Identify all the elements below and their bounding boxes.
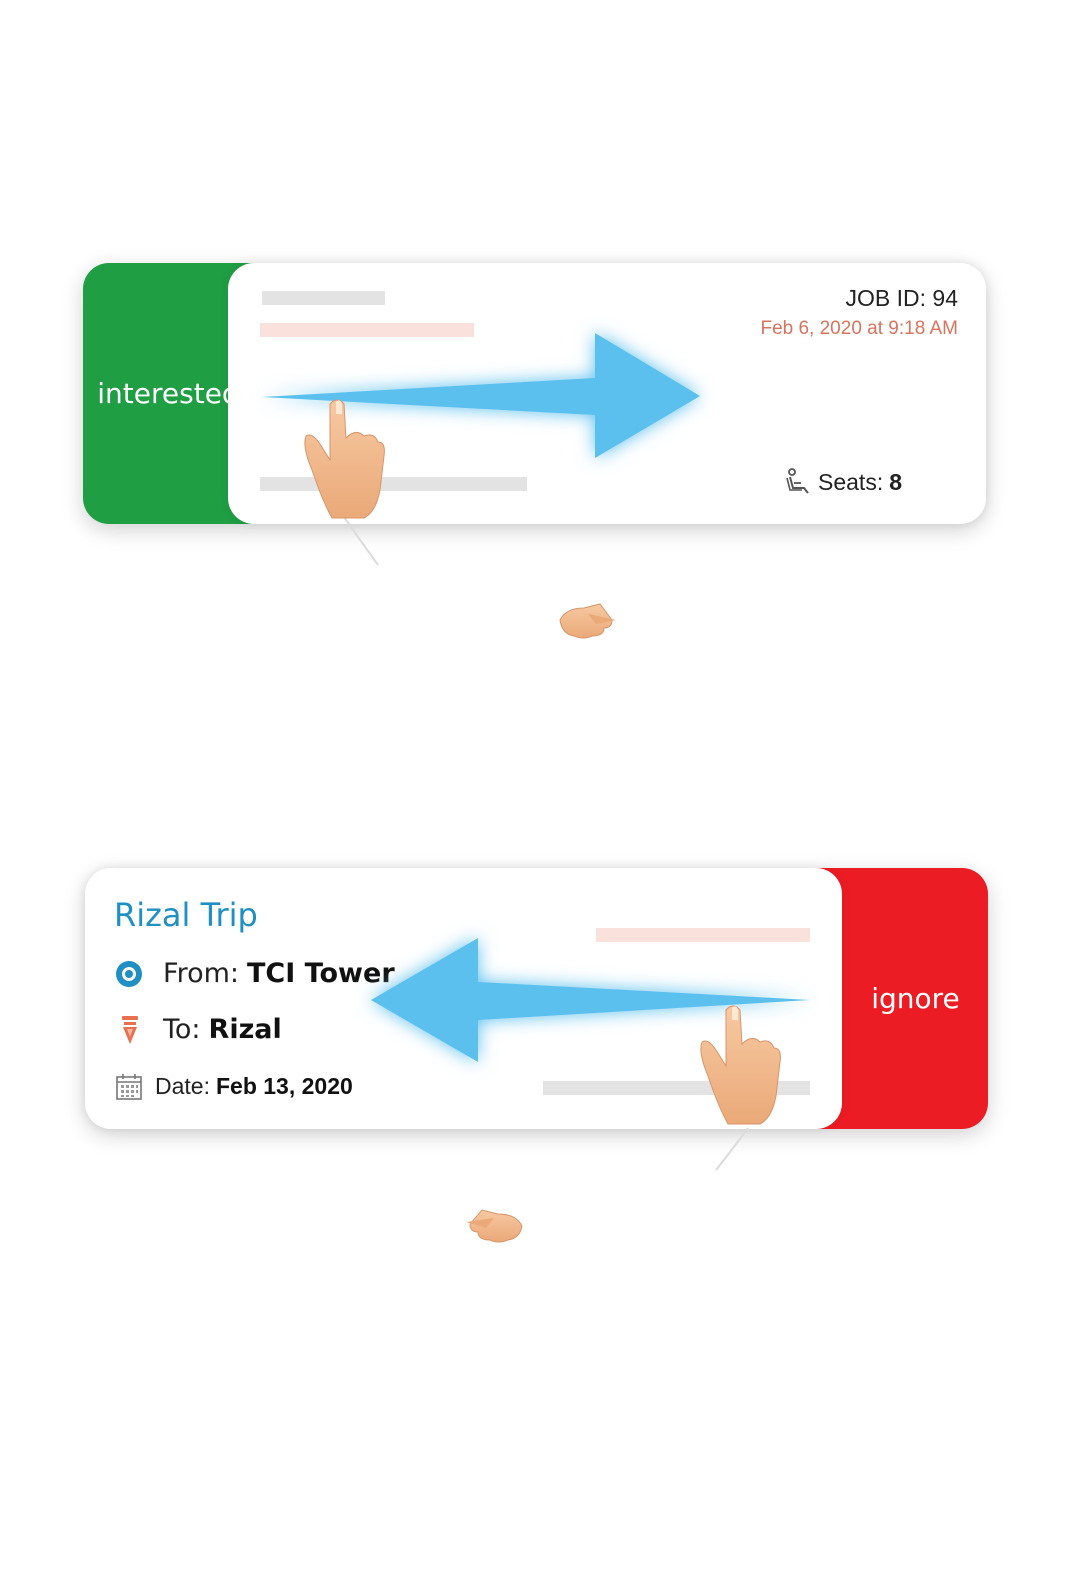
hand-pointer-icon xyxy=(466,1209,523,1243)
job-timestamp: Feb 6, 2020 at 9:18 AM xyxy=(760,318,958,339)
trip-title: Rizal Trip xyxy=(114,896,258,934)
seats-value: 8 xyxy=(889,468,903,495)
date-value: Feb 13, 2020 xyxy=(215,1073,353,1099)
calendar-icon xyxy=(116,1073,142,1100)
destination-pin-icon xyxy=(119,1015,141,1045)
ignore-action-panel[interactable]: ignore xyxy=(813,868,988,1129)
placeholder-line xyxy=(260,477,527,491)
ignore-swipe-row[interactable]: ignore Rizal Trip From: TCI Tower xyxy=(85,868,988,1129)
interested-label: interested xyxy=(97,377,240,410)
date-row: Date: Feb 13, 2020 xyxy=(116,1073,353,1100)
ignore-label: ignore xyxy=(871,982,960,1015)
placeholder-line xyxy=(543,1081,810,1095)
from-value: TCI Tower xyxy=(247,958,395,989)
placeholder-line xyxy=(262,291,385,305)
seats-label: Seats: xyxy=(818,468,884,495)
hand-pointer-icon xyxy=(559,603,616,639)
to-label: To: xyxy=(163,1014,201,1045)
seats-info: Seats: 8 xyxy=(784,468,902,496)
to-value: Rizal xyxy=(208,1014,282,1045)
job-id: JOB ID: 94 xyxy=(845,285,958,311)
job-card[interactable]: JOB ID: 94 Feb 6, 2020 at 9:18 AM Seats:… xyxy=(228,263,986,524)
placeholder-line xyxy=(596,928,810,942)
origin-pin-icon xyxy=(115,960,143,988)
to-row: To: Rizal xyxy=(119,1014,282,1045)
seat-icon xyxy=(784,468,812,496)
placeholder-line xyxy=(260,323,474,337)
date-label: Date: xyxy=(155,1073,210,1099)
from-label: From: xyxy=(163,958,239,989)
from-row: From: TCI Tower xyxy=(115,958,395,989)
interested-swipe-row[interactable]: interested JOB ID: 94 Feb 6, 2020 at 9:1… xyxy=(83,263,986,524)
trip-card[interactable]: Rizal Trip From: TCI Tower xyxy=(85,868,842,1129)
